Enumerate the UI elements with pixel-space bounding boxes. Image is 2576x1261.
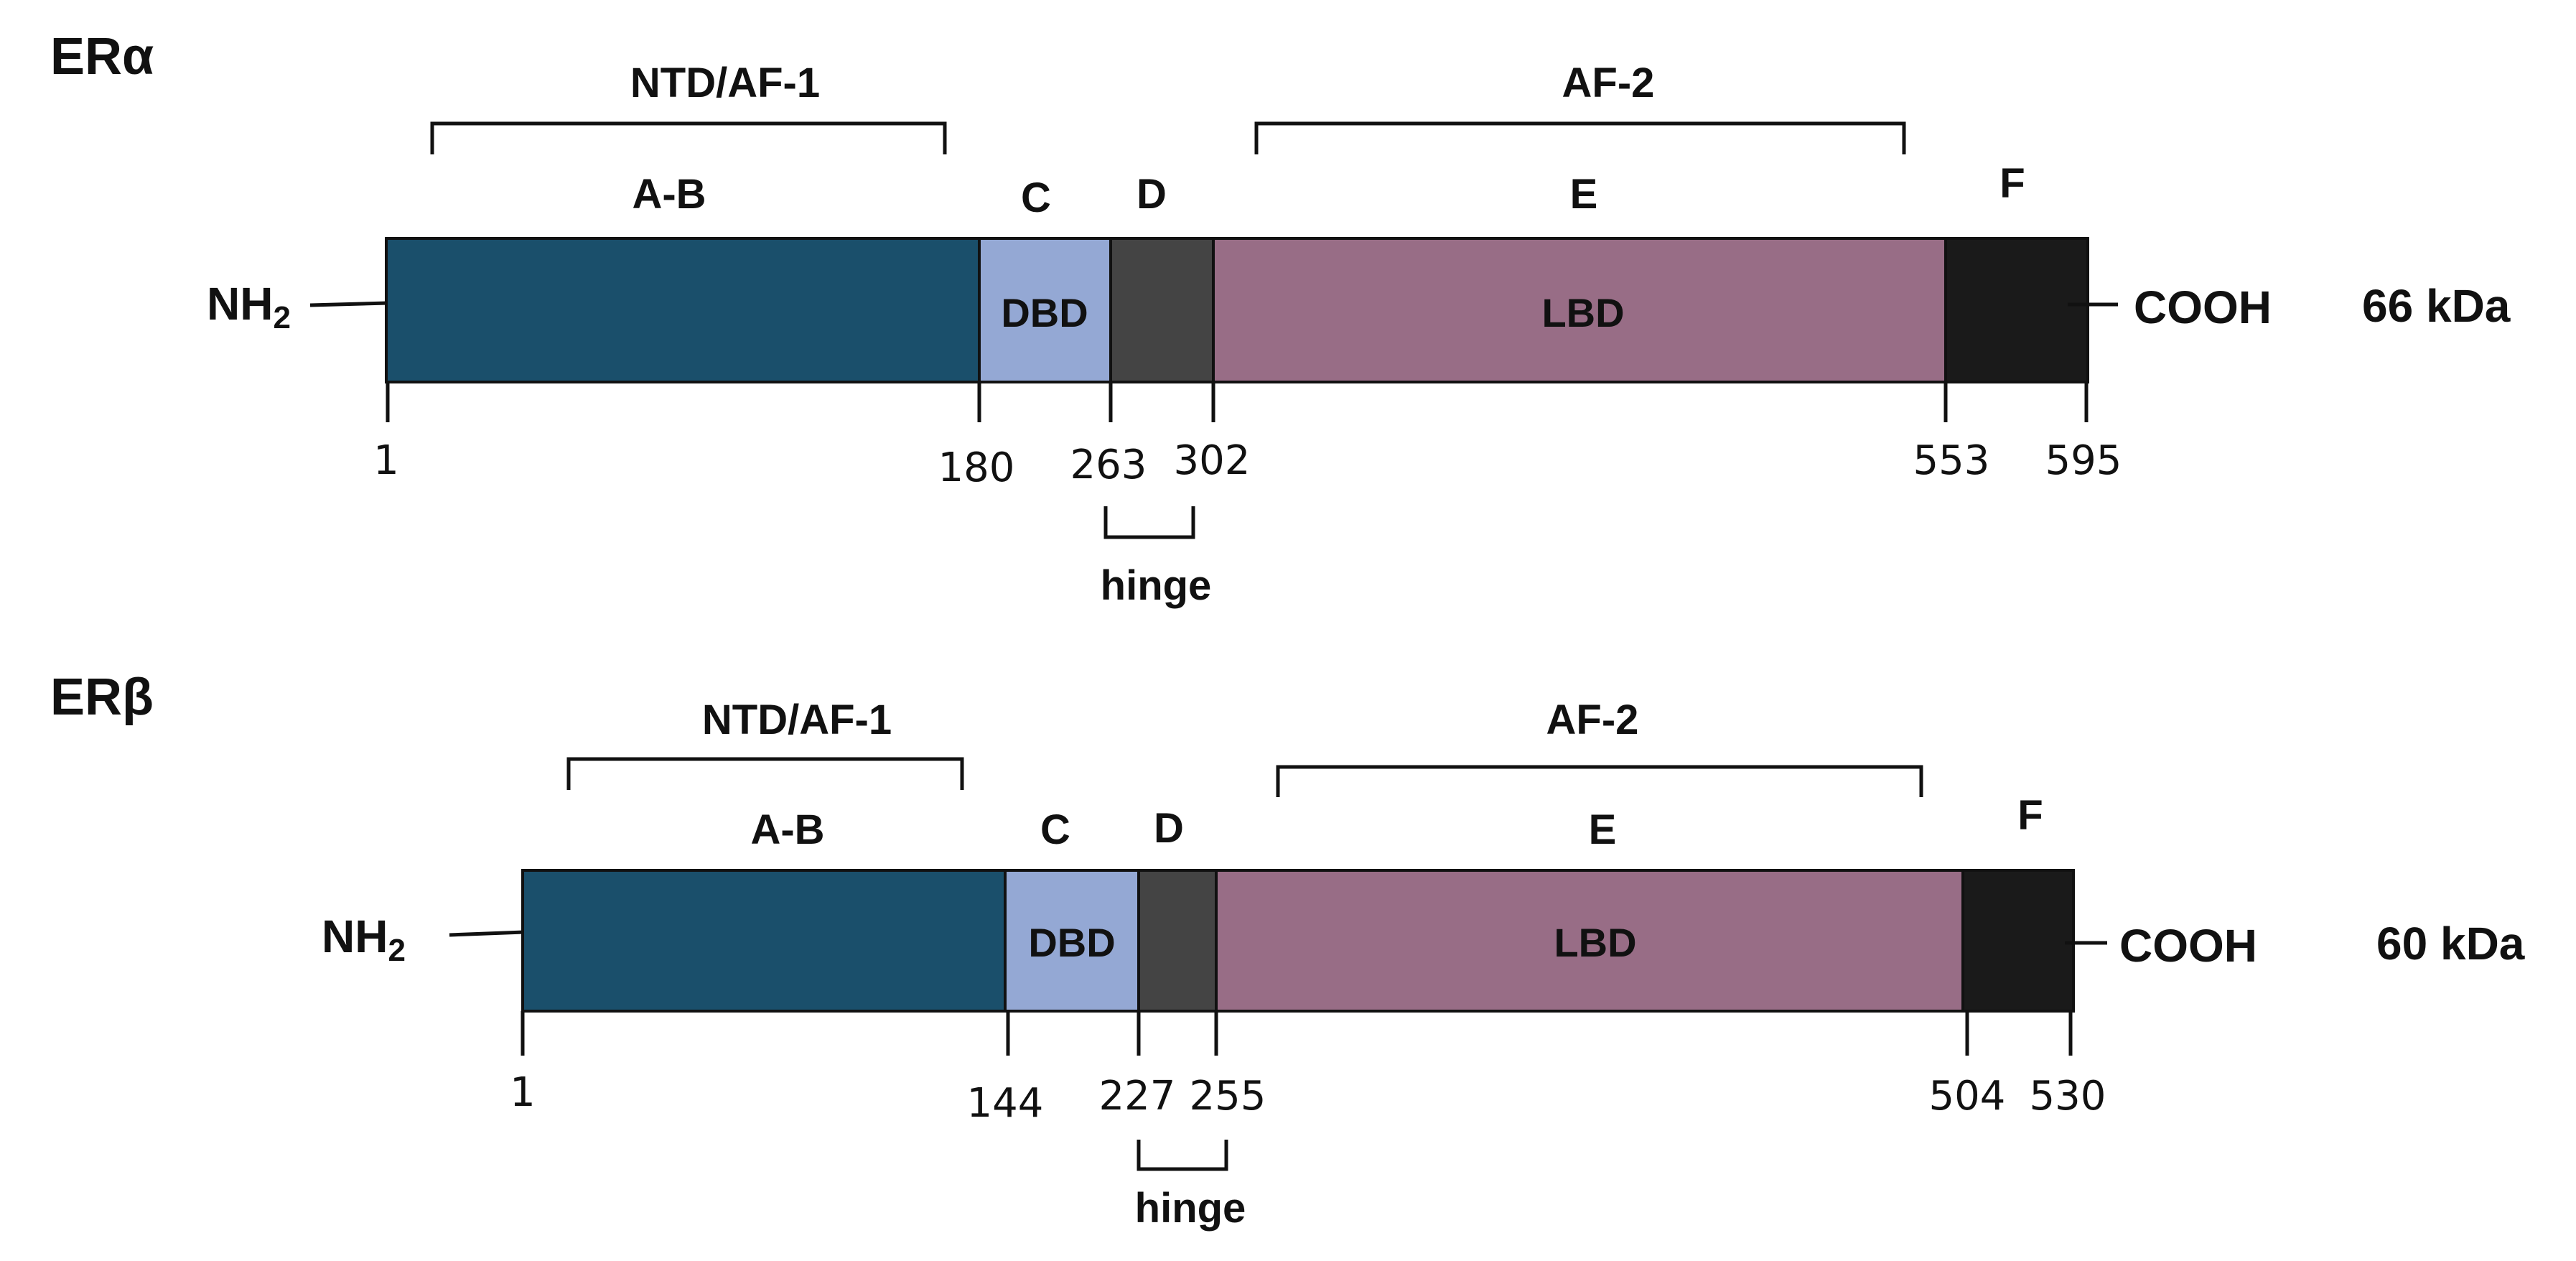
lbd-label: LBD <box>1541 290 1624 335</box>
domain-letter-d: D <box>1137 171 1167 218</box>
hinge-label: hinge <box>1135 1185 1246 1232</box>
n-terminus-label: NH2 <box>207 278 291 335</box>
position-label: 530 <box>2030 1073 2106 1120</box>
molecular-mass: 60 kDa <box>2376 918 2525 969</box>
n-terminus-label: NH2 <box>322 911 406 968</box>
dbd-label: DBD <box>1028 920 1115 965</box>
er-alpha-diagram: ERα NTD/AF-1 AF-2 A-B C D E F NH2 DBD LB… <box>50 28 2511 609</box>
ntd-af1-label: NTD/AF-1 <box>630 60 820 106</box>
position-label: 595 <box>2045 437 2122 484</box>
domain-letter-f: F <box>1999 160 2025 207</box>
domain-c-box <box>1004 869 1140 1013</box>
domain-letter-ab: A-B <box>750 806 824 853</box>
protein-name: ERα <box>50 28 154 85</box>
position-label: 263 <box>1070 442 1147 488</box>
domain-c-box <box>978 237 1112 383</box>
ntd-af1-bracket <box>430 121 947 154</box>
n-terminus-line <box>449 930 525 937</box>
domain-e-box <box>1215 869 1964 1013</box>
position-label: 144 <box>967 1080 1044 1127</box>
af2-bracket <box>1276 765 1923 797</box>
ntd-af1-bracket <box>566 757 964 790</box>
hinge-bracket <box>1103 506 1195 539</box>
lbd-label: LBD <box>1554 920 1636 965</box>
domain-f-box <box>1961 869 2075 1013</box>
domain-letter-d: D <box>1154 805 1184 852</box>
molecular-mass: 66 kDa <box>2362 280 2511 332</box>
position-label: 255 <box>1190 1073 1266 1120</box>
domain-letter-c: C <box>1040 806 1070 853</box>
domain-f-box <box>1944 237 2089 383</box>
domain-d-box <box>1109 237 1215 383</box>
domain-letter-e: E <box>1589 806 1617 853</box>
position-label: 227 <box>1099 1073 1176 1120</box>
position-label: 302 <box>1174 437 1251 484</box>
domain-letter-f: F <box>2017 792 2043 839</box>
dbd-label: DBD <box>1001 290 1088 335</box>
er-beta-diagram: ERβ NTD/AF-1 AF-2 A-B C D E F NH2 DBD LB… <box>50 669 2525 1232</box>
ntd-af1-label: NTD/AF-1 <box>702 697 892 743</box>
hinge-label: hinge <box>1101 562 1212 609</box>
af2-bracket <box>1254 121 1906 154</box>
protein-name: ERβ <box>50 669 154 726</box>
domain-letter-c: C <box>1021 175 1051 221</box>
domain-letter-e: E <box>1570 171 1598 218</box>
domain-d-box <box>1137 869 1218 1013</box>
af2-label: AF-2 <box>1562 60 1655 106</box>
domain-letter-ab: A-B <box>632 171 706 218</box>
c-terminus-label: COOH <box>2119 920 2257 972</box>
domain-ab-box <box>385 237 981 383</box>
position-label: 553 <box>1913 437 1990 484</box>
position-label: 180 <box>938 445 1015 491</box>
position-label: 1 <box>510 1069 536 1116</box>
domain-ab-box <box>521 869 1007 1013</box>
n-terminus-line <box>309 301 388 307</box>
c-terminus-label: COOH <box>2134 281 2272 333</box>
position-label: 504 <box>1929 1073 2006 1120</box>
domain-e-box <box>1212 237 1947 383</box>
af2-label: AF-2 <box>1546 697 1639 743</box>
position-label: 1 <box>373 437 399 484</box>
hinge-bracket <box>1137 1140 1228 1171</box>
